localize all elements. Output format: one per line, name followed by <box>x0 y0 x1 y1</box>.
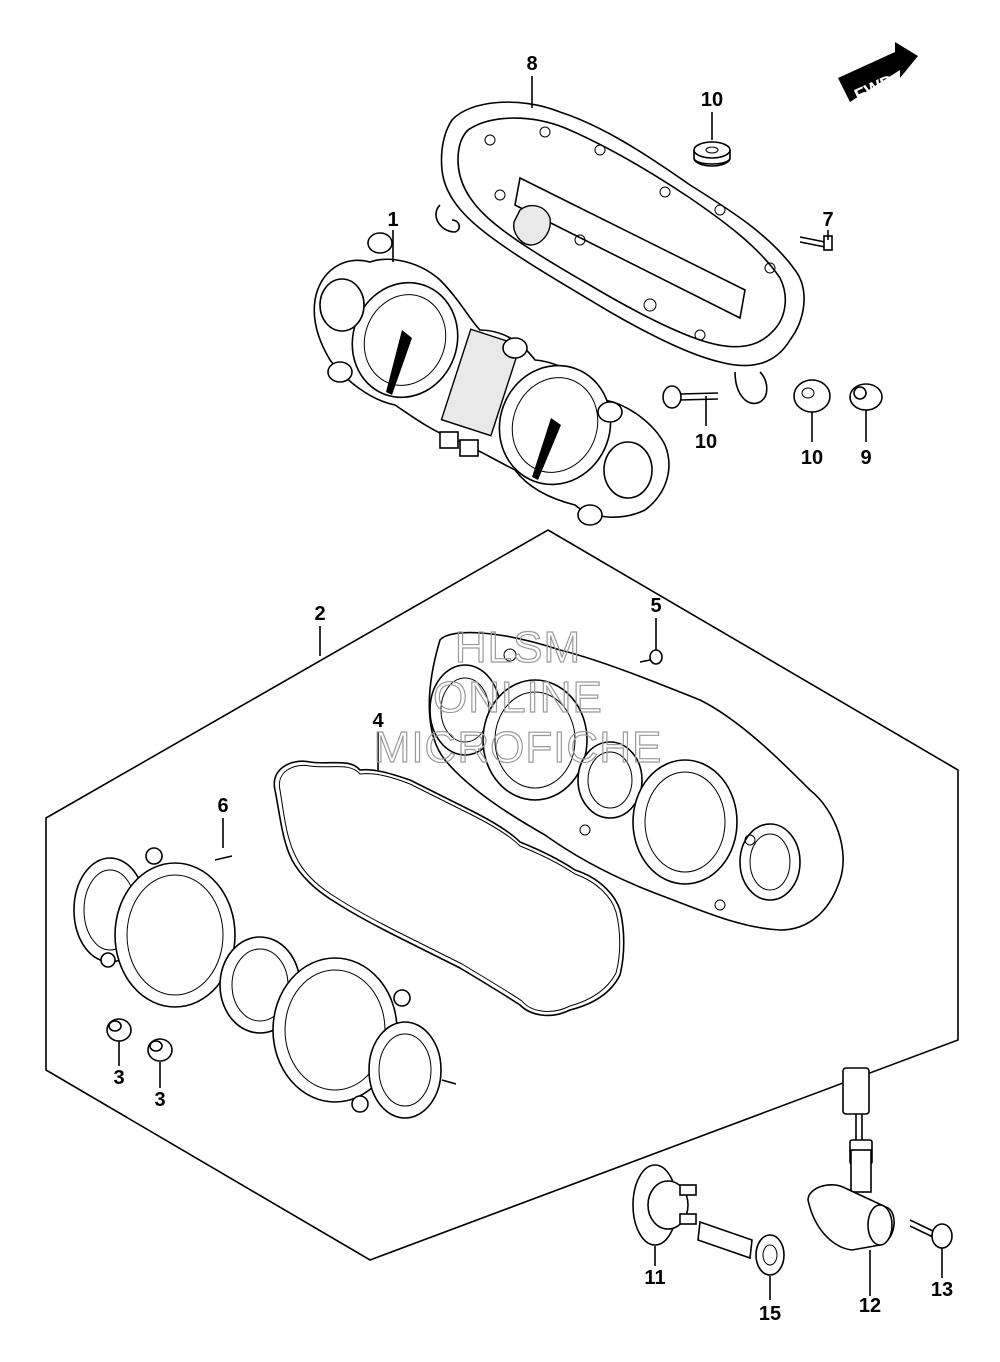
fastener-part-3a <box>106 1018 132 1042</box>
screw-part-7 <box>799 235 833 251</box>
watermark-line-1: HLSM <box>455 623 581 672</box>
front-case-part <box>428 631 844 931</box>
callout-15: 15 <box>759 1303 781 1325</box>
callout-7: 7 <box>822 209 833 231</box>
fwd-arrow-icon: FWD <box>838 42 918 105</box>
gasket-part-4 <box>273 760 625 1017</box>
callout-10-top: 10 <box>701 89 723 111</box>
callout-11: 10 <box>695 431 717 453</box>
callout-2: 2 <box>314 603 325 625</box>
callout-12: 11 <box>644 1267 665 1289</box>
callout-8: 8 <box>526 53 537 75</box>
gear-part-12 <box>632 1164 697 1246</box>
meter-assembly-part <box>313 232 670 526</box>
callout-3-right: 3 <box>154 1089 165 1111</box>
lens-reflector-part-6 <box>73 847 457 1119</box>
callout-6: 6 <box>217 795 228 817</box>
grommet-part-top <box>693 141 731 167</box>
collar-part-9 <box>849 383 883 411</box>
callout-13: 12 <box>859 1295 881 1317</box>
callout-9: 9 <box>860 447 871 469</box>
watermark: HLSM ONLINE MICROFICHE <box>373 622 663 772</box>
screw-part-14 <box>909 1219 953 1249</box>
rear-case-part <box>435 101 805 405</box>
callout-4: 4 <box>372 710 384 732</box>
fastener-part-3b <box>147 1038 173 1062</box>
screw-part-5 <box>639 649 663 665</box>
bolt-part-15 <box>697 1220 785 1276</box>
leader-lines <box>118 76 943 1300</box>
screw-part-11 <box>662 385 719 409</box>
callout-14: 13 <box>931 1279 953 1301</box>
grommet-part-right <box>793 379 831 413</box>
callout-1: 1 <box>387 209 398 231</box>
callout-3-left: 3 <box>113 1067 124 1089</box>
callout-5: 5 <box>650 595 661 617</box>
sensor-part-13 <box>807 1067 895 1251</box>
watermark-line-2: ONLINE <box>433 673 603 722</box>
callout-10-right: 10 <box>801 447 823 469</box>
kit-outline <box>45 529 959 1261</box>
watermark-line-3: MICROFICHE <box>374 723 663 772</box>
